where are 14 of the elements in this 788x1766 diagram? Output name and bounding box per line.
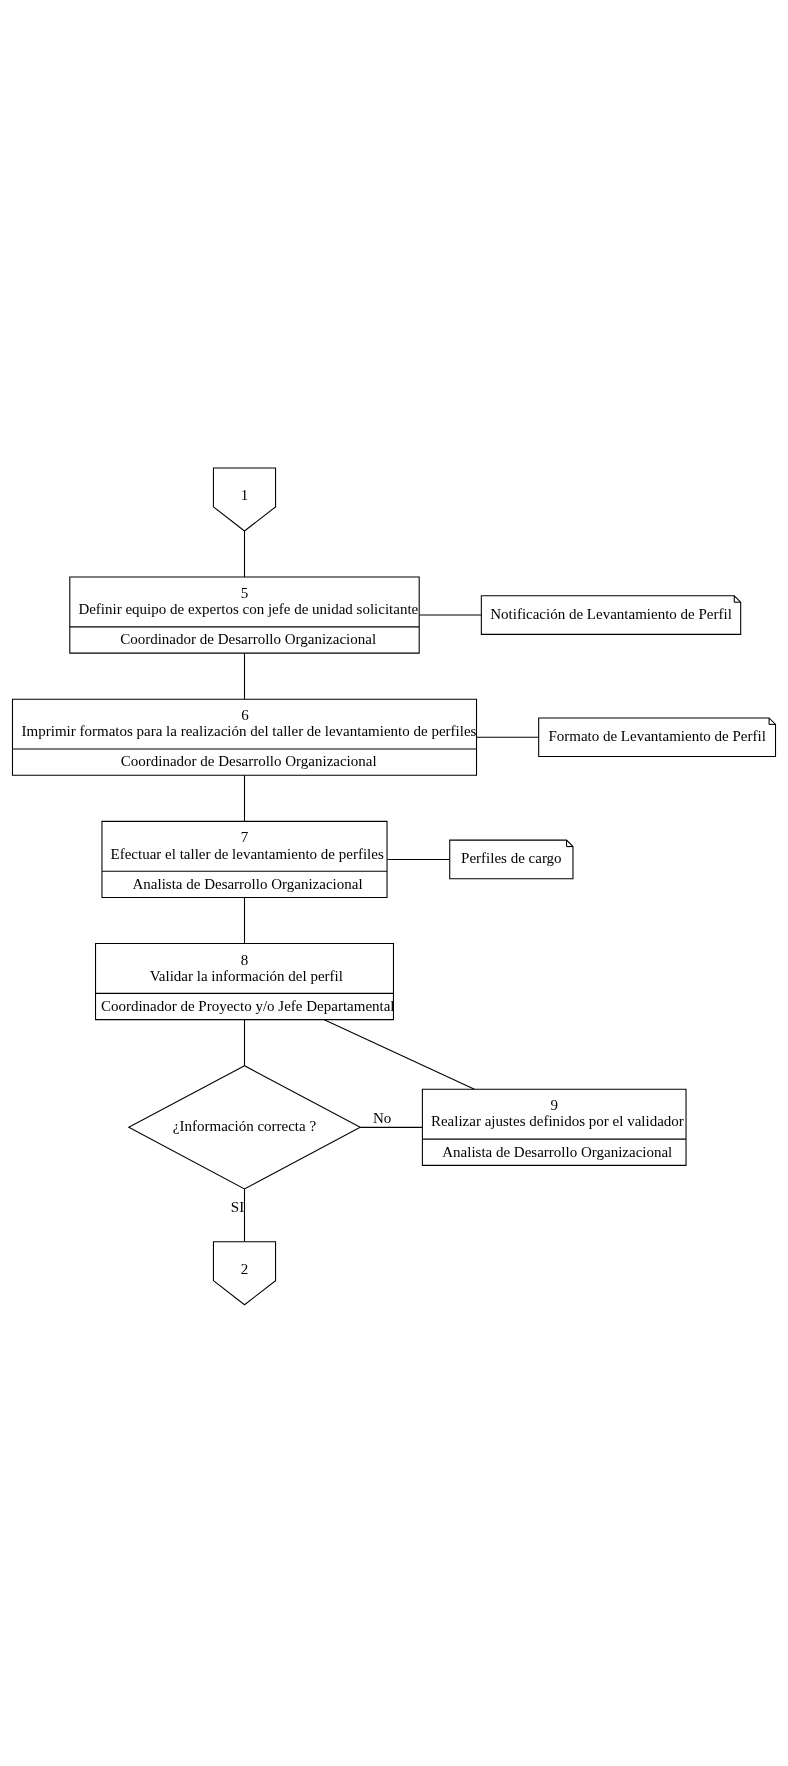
node-diamond: ¿Información correcta ? [127,1065,362,1190]
connector [386,858,450,860]
connector [243,652,246,700]
connector [419,614,482,616]
edge-label: SI [230,1199,245,1216]
connector [243,530,246,578]
edge-label: No [372,1110,392,1127]
connector [323,1019,475,1090]
connector [243,896,246,944]
connector [243,1188,246,1242]
connector [243,1019,246,1066]
connector [359,1126,423,1128]
connector [243,774,246,822]
connector [476,736,540,738]
